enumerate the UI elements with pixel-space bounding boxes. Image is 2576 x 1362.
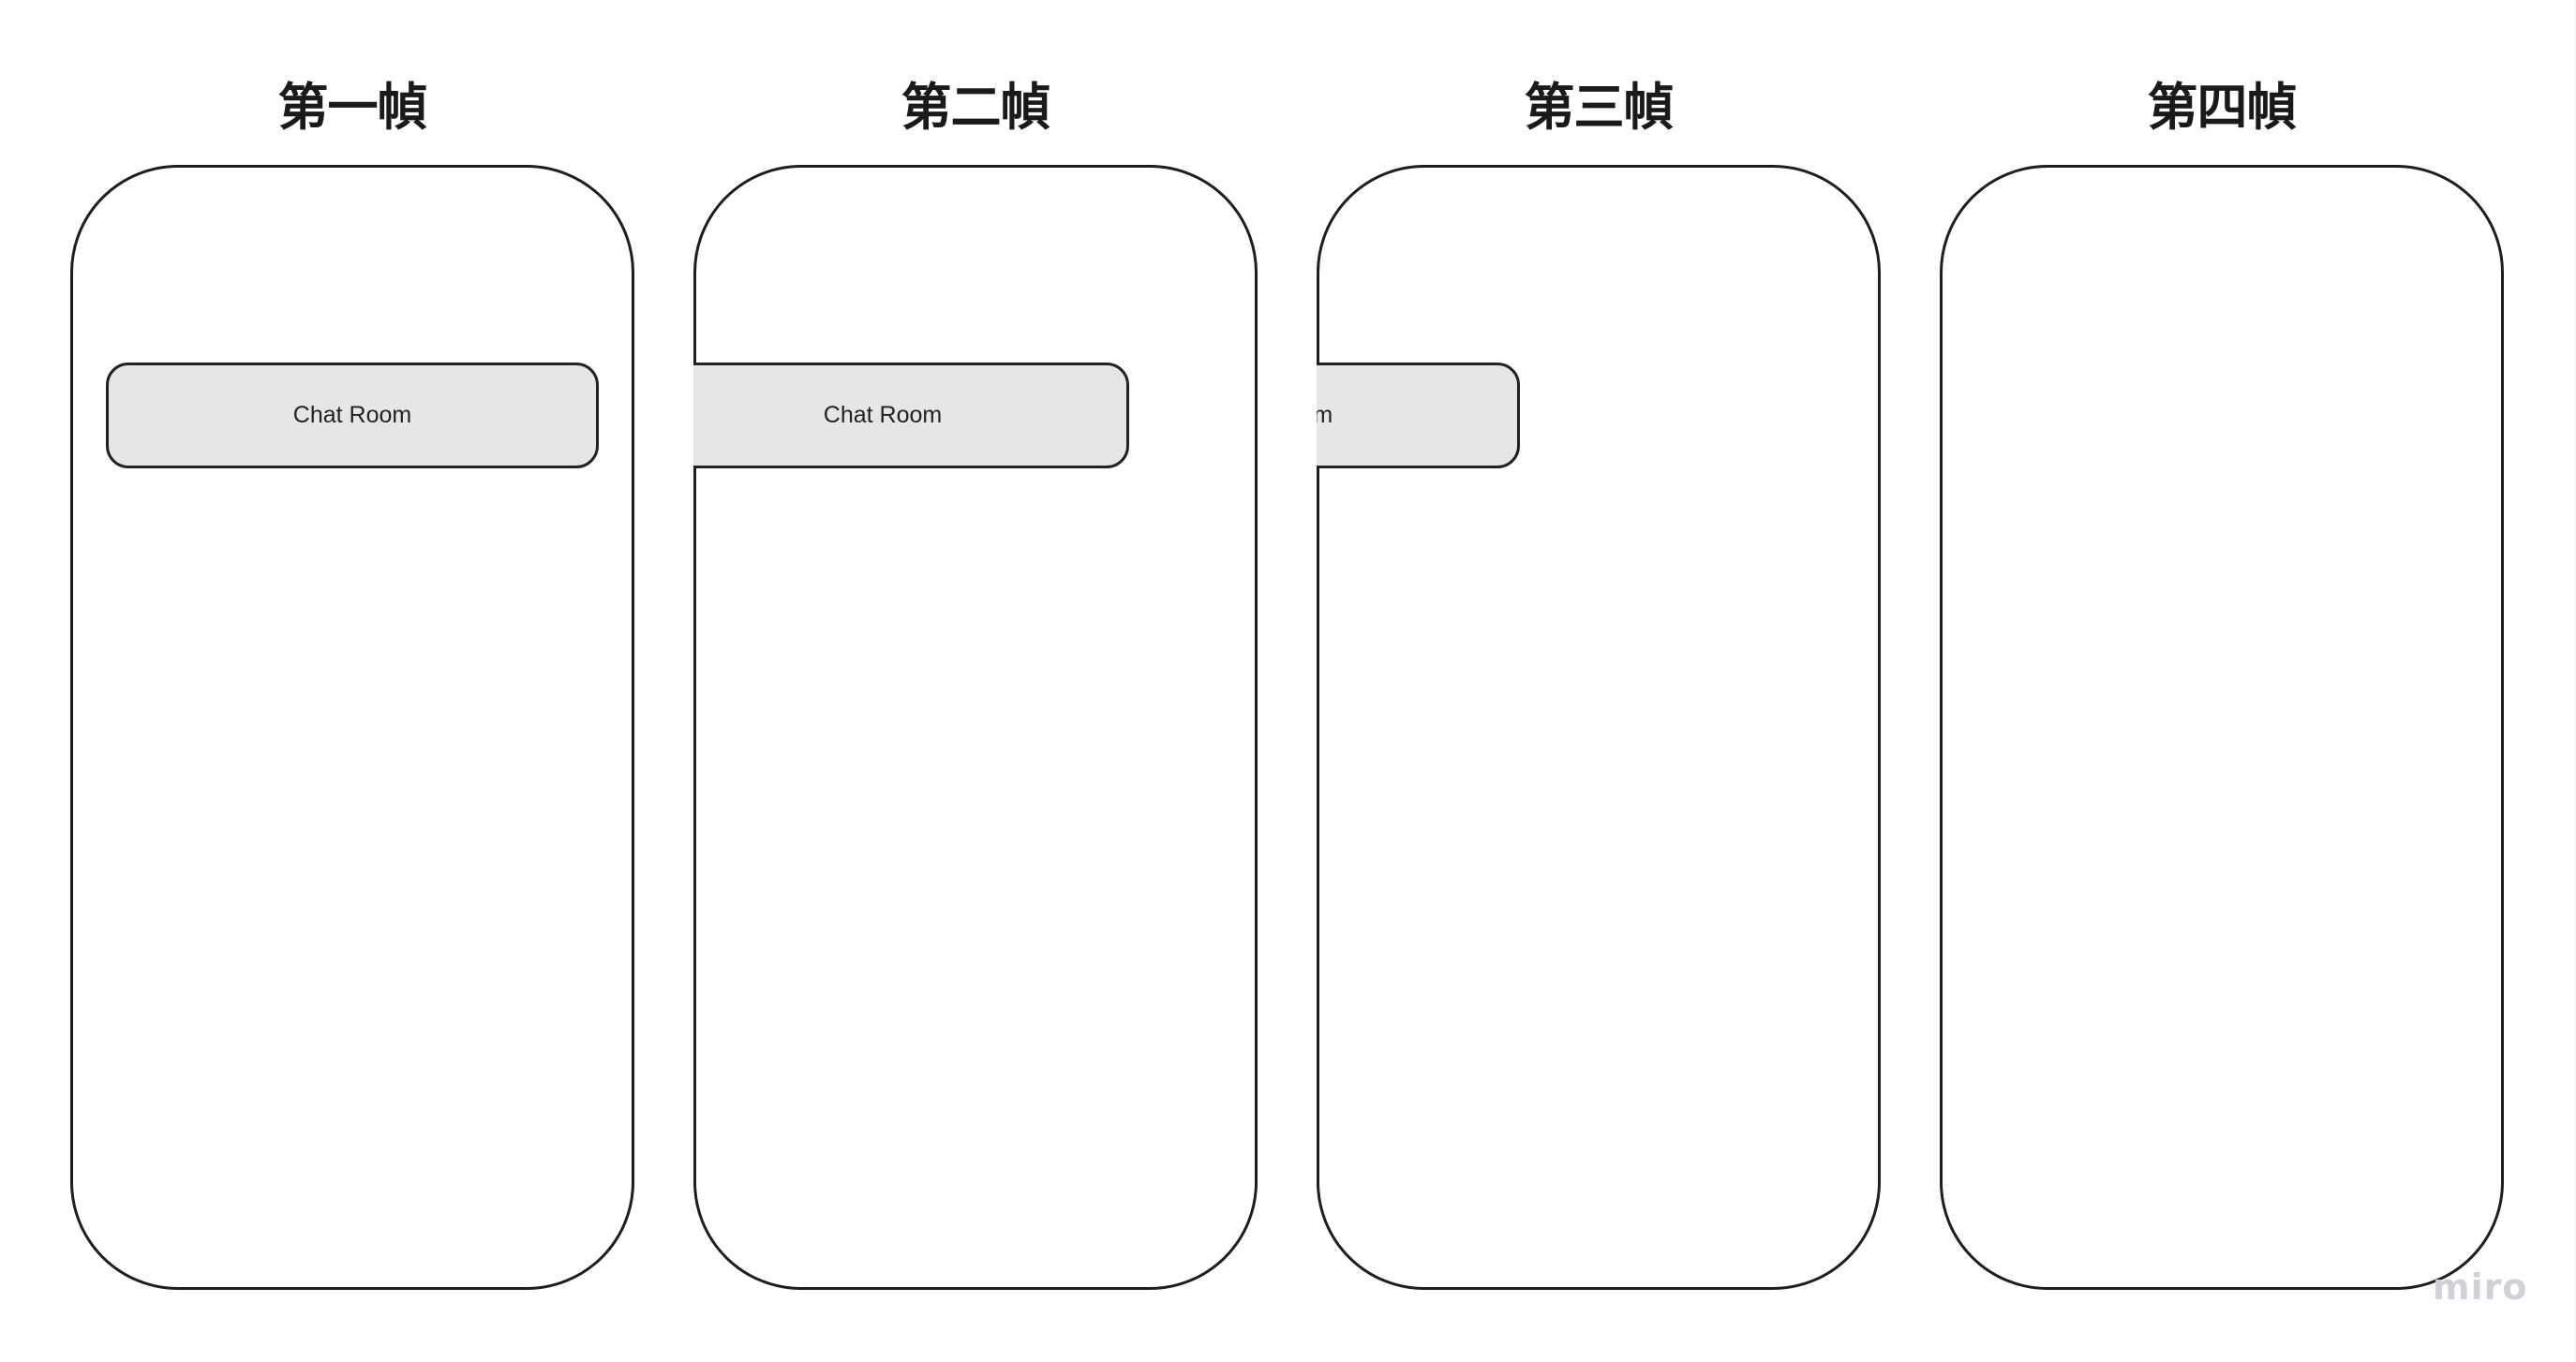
frame-1-title: 第一幀: [277, 78, 428, 137]
frame-3-phone-mockup[interactable]: [1317, 165, 1881, 1290]
frame-3-content: Chat Room: [1317, 165, 1881, 1290]
frame-4-phone-mockup[interactable]: [1940, 165, 2504, 1290]
chat-room-label: Chat Room: [292, 402, 412, 428]
frame-4-title: 第四幀: [2147, 78, 2298, 137]
frame-1-phone-mockup[interactable]: [70, 165, 634, 1290]
chat-room-label: Chat Room: [823, 402, 943, 428]
chat-room-button[interactable]: Chat Room: [1317, 363, 1520, 468]
frame-3-title: 第三幀: [1524, 78, 1675, 137]
frame-2-content: Chat Room: [693, 165, 1258, 1290]
chat-room-button[interactable]: Chat Room: [693, 363, 1129, 468]
frame-1-content: Chat Room: [70, 165, 634, 1290]
chat-room-button[interactable]: Chat Room: [106, 363, 599, 468]
frame-2-title: 第二幀: [901, 78, 1051, 137]
miro-watermark-logo: miro: [2433, 1266, 2528, 1308]
chat-room-label: Chat Room: [1317, 402, 1333, 428]
frame-2-phone-mockup[interactable]: [693, 165, 1258, 1290]
